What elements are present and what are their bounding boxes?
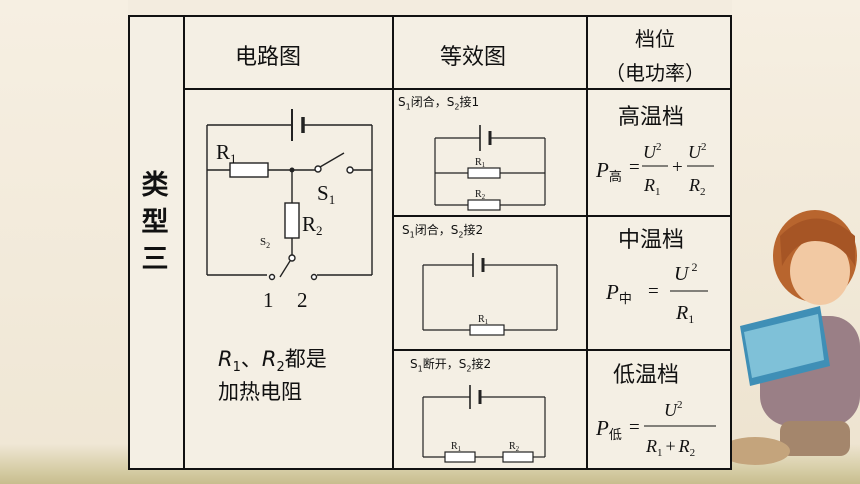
grid-line <box>586 17 588 468</box>
equivalent-diagram-mid: R1 <box>422 253 558 336</box>
formula-low: P低 = U2 R1+R2 <box>595 399 716 459</box>
formula-high-eq: = <box>629 157 640 178</box>
formula-low-p: P低 <box>595 416 622 442</box>
equivalent-diagram-high: R1 R2 <box>434 125 546 211</box>
formula-mid-eq: = <box>648 281 659 302</box>
resistor-note-line1: R1、R2都是 <box>218 347 327 376</box>
label-r2: R2 <box>302 212 323 238</box>
grid-line <box>392 215 730 217</box>
formula-high-plus: + <box>672 157 683 178</box>
formula-low-den: R1+R2 <box>645 436 695 459</box>
eq-mid-r1: R1 <box>478 314 489 326</box>
label-s2: S2 <box>260 236 270 250</box>
circuit-table: 类 型 三 电路图 等效图 档位 （电功率） <box>128 15 732 470</box>
type-label-char: 型 <box>141 207 169 238</box>
formula-high-num2: U2 <box>688 141 707 162</box>
mode-high: 高温档 <box>618 105 685 130</box>
type-label-char: 类 <box>141 170 169 201</box>
type-label: 类 型 三 <box>135 167 175 278</box>
main-circuit-diagram: R1 S1 R2 S2 1 2 <box>206 109 373 312</box>
background-left <box>0 0 128 484</box>
grid-line <box>183 17 185 468</box>
resistor-note-line2: 加热电阻 <box>218 380 302 404</box>
formula-mid-p: P中 <box>605 280 632 306</box>
header-gear: 档位 <box>635 27 675 51</box>
eq-low-r1: R1 <box>451 441 462 453</box>
formula-mid-den: R1 <box>675 302 694 326</box>
formula-high: P高 = U2 R1 + U2 R2 <box>595 141 714 198</box>
header-circuit: 电路图 <box>235 45 302 70</box>
formula-high-p: P高 <box>595 158 622 184</box>
formula-high-den2: R2 <box>688 175 706 198</box>
grid-line <box>392 349 730 351</box>
grid-line <box>183 88 730 90</box>
label-r1: R1 <box>216 140 237 166</box>
grid-line <box>392 17 394 468</box>
condition-high: S1闭合，S2接1 <box>398 95 480 112</box>
eq-high-r2: R2 <box>475 189 486 201</box>
formula-low-num: U2 <box>664 399 683 420</box>
formula-high-num1: U2 <box>643 141 662 162</box>
formula-high-den1: R1 <box>643 175 661 198</box>
formula-low-eq: = <box>629 417 640 438</box>
header-power: （电功率） <box>605 61 705 85</box>
mode-mid: 中温档 <box>618 228 685 253</box>
type-label-char: 三 <box>141 244 169 275</box>
contact-1: 1 <box>263 288 274 312</box>
eq-high-r1: R1 <box>475 157 486 169</box>
reading-child-illustration <box>720 210 860 465</box>
mode-low: 低温档 <box>613 363 680 388</box>
eq-low-r2: R2 <box>509 441 520 453</box>
equivalent-diagram-low: R1 R2 <box>422 385 546 463</box>
contact-2: 2 <box>297 288 308 312</box>
condition-mid: S1闭合，S2接2 <box>402 223 484 240</box>
header-equivalent: 等效图 <box>440 45 507 70</box>
label-s1: S1 <box>317 181 335 207</box>
condition-low: S1断开，S2接2 <box>410 357 492 374</box>
